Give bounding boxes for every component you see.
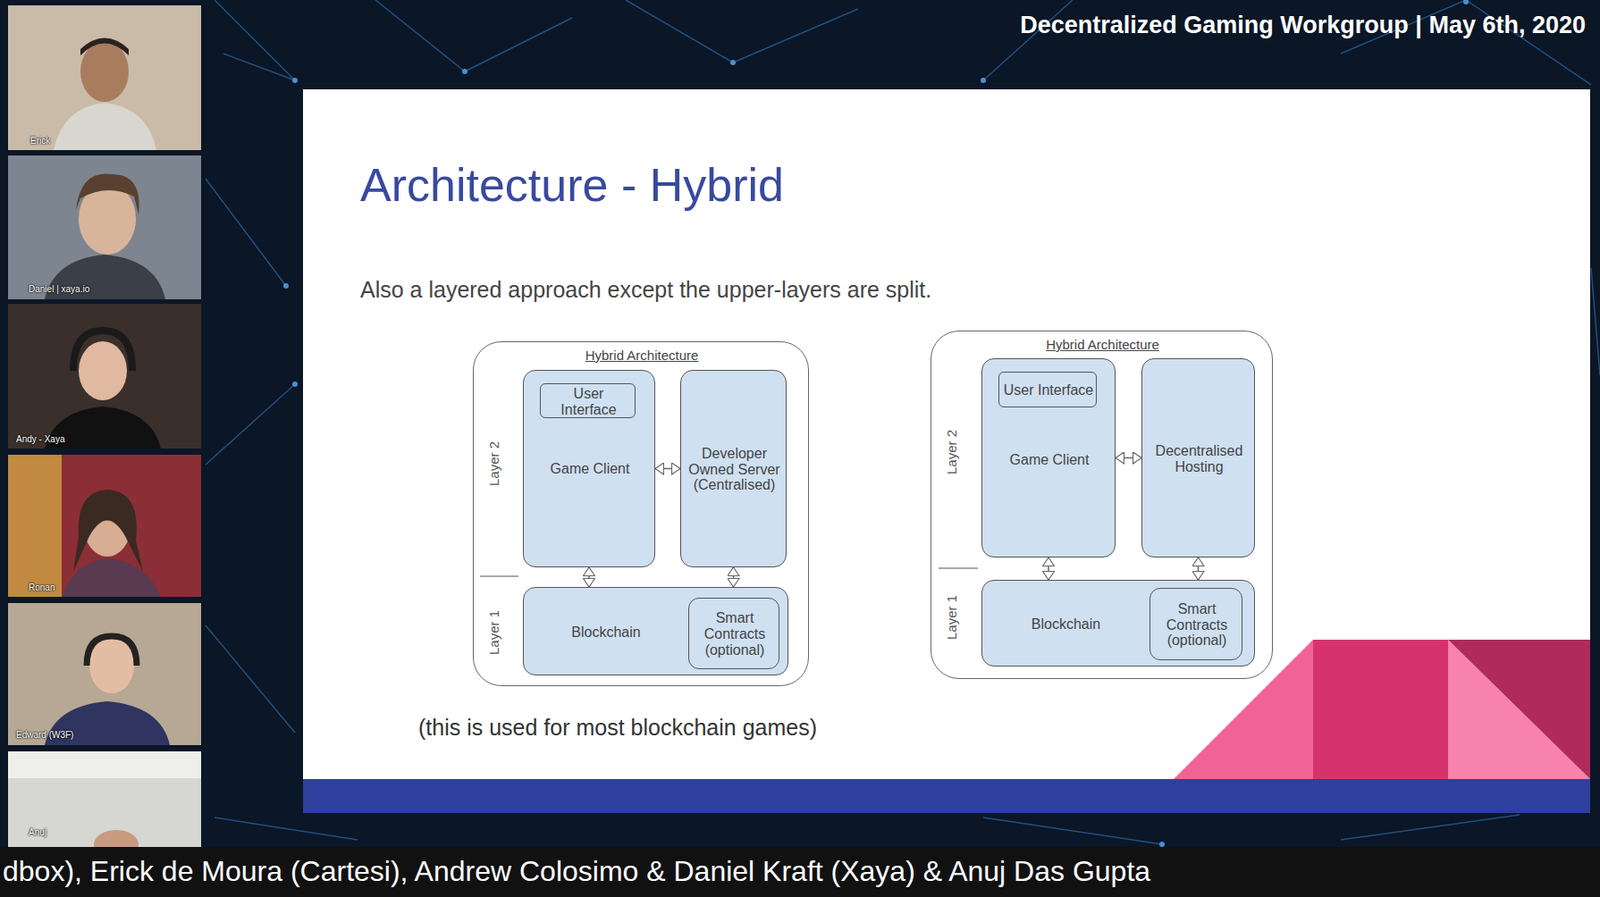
network-lines <box>205 0 1600 845</box>
component-box: Game Client User Interface <box>522 370 656 568</box>
text-area: Blockchain <box>982 581 1150 668</box>
component-box: Blockchain Smart Contracts (optional) <box>981 580 1255 667</box>
double-arrow <box>1197 557 1200 581</box>
participant-name: Andy - Xaya <box>16 434 65 446</box>
layer-label: Layer 2 <box>943 429 960 475</box>
text-area: User Interface <box>999 372 1098 409</box>
header-text: Decentralized Gaming Workgroup | May 6th… <box>929 11 1586 40</box>
caption: (this is used for most blockchain games) <box>418 715 817 742</box>
text-area: User Interface <box>540 384 637 420</box>
decor-block <box>1313 640 1449 780</box>
slide-bar <box>303 779 1591 814</box>
layer-divider <box>938 567 978 569</box>
box-label: Smart Contracts (optional) <box>1153 601 1240 650</box>
double-arrow <box>655 468 681 471</box>
component-box: User Interface <box>998 371 1097 408</box>
text-area: Smart Contracts (optional) <box>689 598 781 671</box>
text-area: Smart Contracts (optional) <box>1150 589 1244 662</box>
layer-divider <box>480 575 519 577</box>
ticker-text: dbox), Erick de Moura (Cartesi), Andrew … <box>2 855 1151 889</box>
ticker-bar <box>0 847 1600 897</box>
component-box: Smart Contracts (optional) <box>688 597 780 670</box>
text-area: Decentralised Hosting <box>1142 359 1256 559</box>
box-label: Game Client <box>1010 452 1090 469</box>
layer-label: Layer 1 <box>943 595 960 640</box>
box-label: User Interface <box>1003 382 1094 399</box>
box-label: Developer Owned Server (Centralised) <box>684 446 784 495</box>
layer-label: Layer 1 <box>486 610 502 656</box>
box-label: Decentralised Hosting <box>1145 443 1253 476</box>
architecture-frame: Hybrid ArchitectureGame Client User Inter… <box>472 341 809 687</box>
frame-title: Hybrid Architecture <box>1045 337 1160 354</box>
participant-name: Erick <box>30 135 51 147</box>
box-label: Game Client <box>550 461 631 478</box>
architecture-frame: Hybrid ArchitectureGame Client User Inter… <box>930 330 1273 680</box>
text-area: Hybrid Architecture <box>931 336 1274 358</box>
participant-name: Daniel | xaya.io <box>28 284 90 295</box>
double-arrow <box>732 567 735 588</box>
webcam-tiles <box>8 5 202 859</box>
component-box: Smart Contracts (optional) <box>1149 588 1243 661</box>
participant-name: Anuj <box>28 827 47 839</box>
text-area: Game Client <box>523 433 657 506</box>
component-box: Blockchain Smart Contracts (optional) <box>522 587 789 676</box>
text-area: Game Client <box>982 424 1117 497</box>
component-box: Developer Owned Server (Centralised) <box>680 370 787 568</box>
layer-label: Layer 2 <box>486 441 502 487</box>
frame-title: Hybrid Architecture <box>585 348 699 364</box>
component-box: Decentralised Hosting <box>1141 358 1255 558</box>
box-label: Blockchain <box>571 624 640 641</box>
component-box: User Interface <box>539 383 636 419</box>
double-arrow <box>1115 457 1142 460</box>
participant-name: Edward (W3F) <box>16 730 74 742</box>
subtitle: Also a layered approach except the upper… <box>360 277 932 304</box>
decor-triangle <box>1448 640 1591 780</box>
box-label: User Interface <box>544 386 633 419</box>
double-arrow <box>1047 557 1050 581</box>
decor-triangle <box>1448 640 1591 780</box>
box-label: Smart Contracts (optional) <box>692 610 777 659</box>
box-label: Blockchain <box>1031 616 1101 633</box>
component-box: Game Client User Interface <box>981 358 1116 558</box>
slide-title: Architecture - Hybrid <box>360 159 784 213</box>
participant-name: Ronan <box>28 582 55 594</box>
text-area: Blockchain <box>523 588 689 677</box>
text-area: Developer Owned Server (Centralised) <box>681 370 788 569</box>
text-area: Hybrid Architecture <box>473 346 810 369</box>
double-arrow <box>588 567 590 588</box>
slide <box>303 89 1591 814</box>
